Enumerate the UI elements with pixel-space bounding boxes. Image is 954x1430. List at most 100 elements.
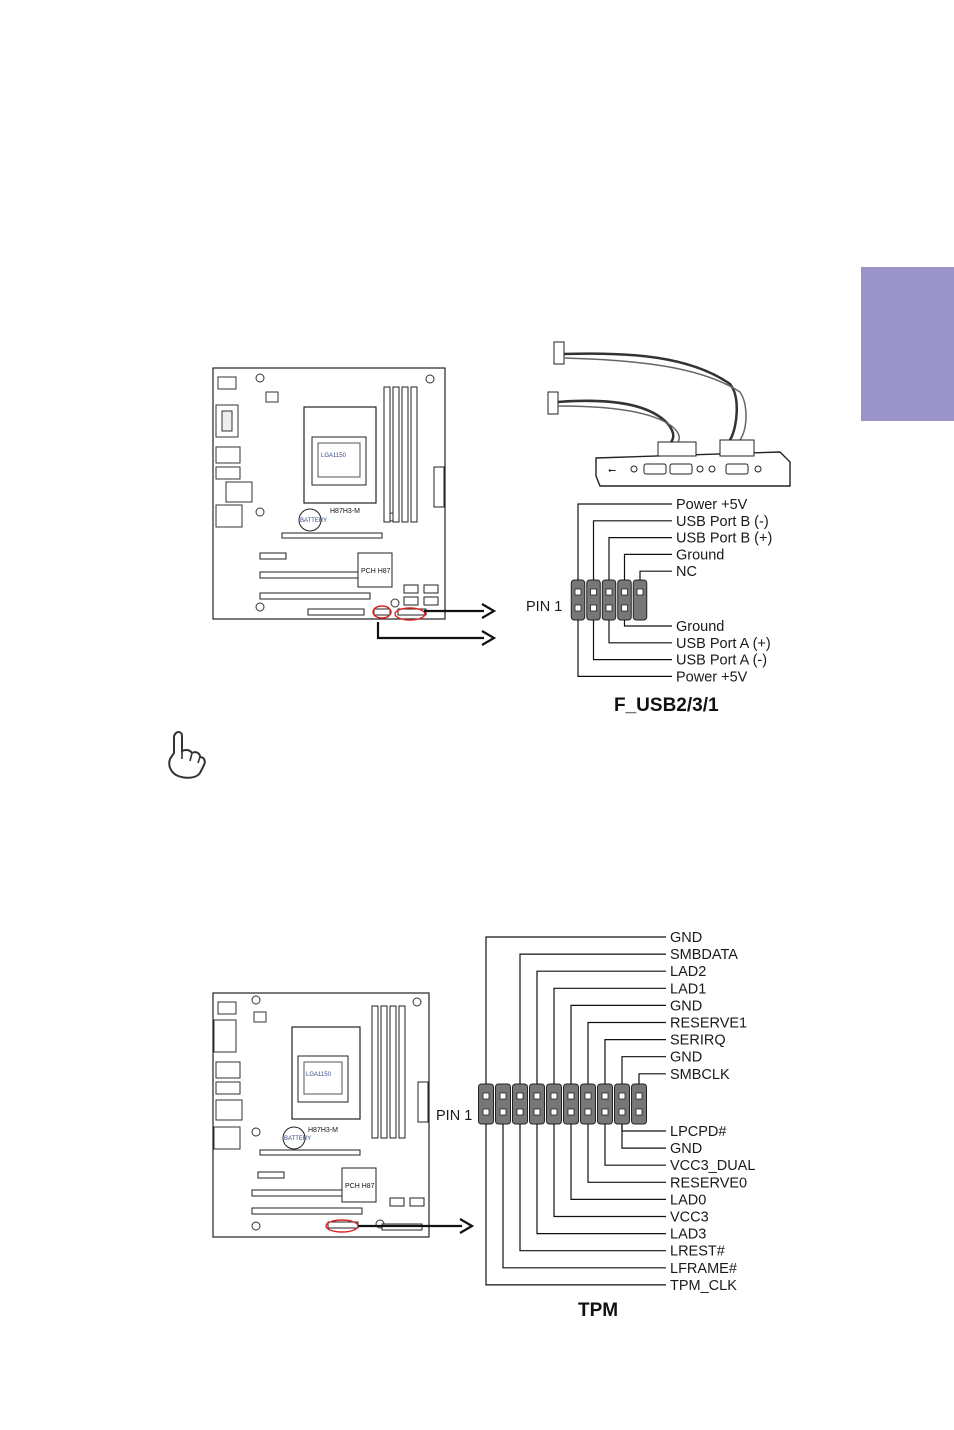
tpm-top-label: GND — [670, 1050, 702, 1066]
usb-pin — [636, 588, 644, 596]
tpm-leader-line — [621, 1124, 666, 1132]
tpm-bottom-label: LAD3 — [670, 1227, 706, 1243]
tpm-pin-column — [512, 1083, 528, 1125]
usb-pin — [605, 604, 613, 612]
usb-top-label: USB Port B (+) — [676, 531, 772, 547]
tpm-pin-column — [495, 1083, 511, 1125]
usb-pin1-label: PIN 1 — [526, 599, 562, 615]
tpm-leader-line — [485, 1124, 666, 1286]
tpm-pin — [618, 1108, 626, 1116]
usb-pin-column — [570, 579, 586, 621]
tpm-leader-line — [604, 1124, 666, 1166]
battery-label-2: BATTERY — [284, 1136, 311, 1142]
usb-pin — [605, 588, 613, 596]
tpm-leader-line — [570, 1004, 666, 1084]
usb-pin — [574, 604, 582, 612]
usb-top-label: Power +5V — [676, 497, 748, 513]
tpm-pin — [635, 1092, 643, 1100]
usb-leader-line — [608, 620, 672, 644]
usb-leader-line — [623, 553, 672, 580]
tpm-bottom-label: LFRAME# — [670, 1261, 737, 1277]
tpm-pin — [601, 1108, 609, 1116]
tpm-top-label: SMBDATA — [670, 947, 738, 963]
tpm-pin — [550, 1092, 558, 1100]
usb-pin — [590, 588, 597, 596]
tpm-leader-line — [570, 1124, 666, 1200]
usb-pin — [590, 604, 597, 612]
usb-leader-line — [577, 503, 672, 580]
model-label-2: H87H3-M — [308, 1127, 338, 1134]
usb-bottom-label: Power +5V — [676, 669, 748, 685]
tpm-pin — [635, 1108, 643, 1116]
tpm-pin-column — [529, 1083, 545, 1125]
tpm-pin-column — [580, 1083, 596, 1125]
tpm-leader-line — [638, 1073, 666, 1084]
tpm-bottom-label: TPM_CLK — [670, 1278, 737, 1294]
tpm-top-label: SERIRQ — [670, 1033, 726, 1049]
tpm-leader-line — [519, 1124, 666, 1252]
tpm-bottom-label: GND — [670, 1141, 702, 1157]
tpm-pin — [618, 1092, 626, 1100]
usb-pin-header — [570, 579, 648, 621]
usb-bottom-label: USB Port A (-) — [676, 653, 767, 669]
tpm-bottom-label: LAD0 — [670, 1192, 706, 1208]
tpm-leader-line — [502, 1124, 666, 1269]
tpm-title: TPM — [578, 1300, 618, 1321]
tpm-leader-line — [553, 1124, 666, 1218]
side-tab — [861, 267, 954, 421]
usb-leader-line — [608, 537, 672, 580]
usb-leader-line — [623, 620, 672, 627]
pointing-hand-icon — [168, 731, 206, 779]
usb-pin — [621, 604, 628, 612]
usb-top-label: Ground — [676, 547, 724, 563]
usb-pin — [621, 588, 628, 596]
socket-label: LGA1150 — [321, 453, 347, 459]
tpm-pin — [533, 1092, 541, 1100]
tpm-leader-line — [519, 953, 666, 1084]
model-label: H87H3-M — [330, 508, 360, 515]
usb-pin-column — [601, 579, 617, 621]
usb-leader-line — [577, 620, 672, 677]
usb-bracket-icon: ⭠ — [547, 341, 791, 487]
tpm-pin — [482, 1092, 490, 1100]
tpm-pin — [550, 1108, 558, 1116]
tpm-pin — [533, 1108, 541, 1116]
usb-top-label: USB Port B (-) — [676, 514, 769, 530]
tpm-pin1-label: PIN 1 — [436, 1108, 472, 1124]
tpm-pin-header — [478, 1083, 647, 1125]
tpm-leader-line — [621, 1124, 666, 1149]
tpm-pin — [601, 1092, 609, 1100]
tpm-pin — [567, 1092, 575, 1100]
tpm-pin — [516, 1092, 524, 1100]
tpm-leader-line — [621, 1056, 666, 1084]
tpm-pin-column — [563, 1083, 579, 1125]
chipset-label: PCH H87 — [361, 568, 391, 575]
tpm-pin — [584, 1108, 592, 1116]
tpm-pin-column — [631, 1083, 647, 1125]
tpm-pin — [567, 1108, 575, 1116]
usb-arrows — [376, 609, 484, 640]
tpm-pin — [584, 1092, 592, 1100]
motherboard-diagram-bottom: LGA1150 BATTERY H87H3-M PCH H87 — [212, 992, 430, 1238]
tpm-bottom-label: LREST# — [670, 1244, 725, 1260]
tpm-pin-column — [546, 1083, 562, 1125]
tpm-bottom-label: VCC3_DUAL — [670, 1158, 755, 1174]
usb-pin — [574, 588, 582, 596]
socket-label-2: LGA1150 — [306, 1072, 332, 1078]
tpm-pin-column — [614, 1083, 630, 1125]
usb-bottom-label: USB Port A (+) — [676, 636, 771, 652]
svg-text:⭠: ⭠ — [608, 465, 616, 476]
usb-pin-column — [617, 579, 632, 621]
tpm-pin — [482, 1108, 490, 1116]
tpm-top-label: LAD1 — [670, 981, 706, 997]
tpm-top-label: SMBCLK — [670, 1067, 730, 1083]
battery-label: BATTERY — [300, 518, 327, 524]
tpm-leader-line — [485, 936, 666, 1084]
tpm-leader-line — [587, 1124, 666, 1183]
tpm-pin — [499, 1108, 507, 1116]
tpm-bottom-label: LPCPD# — [670, 1124, 726, 1140]
tpm-leader-line — [604, 1039, 666, 1084]
usb-leader-line — [639, 570, 672, 580]
motherboard-diagram-top: LGA1150 BATTERY H87H3-M PCH H87 — [212, 367, 446, 621]
tpm-leader-line — [587, 1021, 666, 1084]
